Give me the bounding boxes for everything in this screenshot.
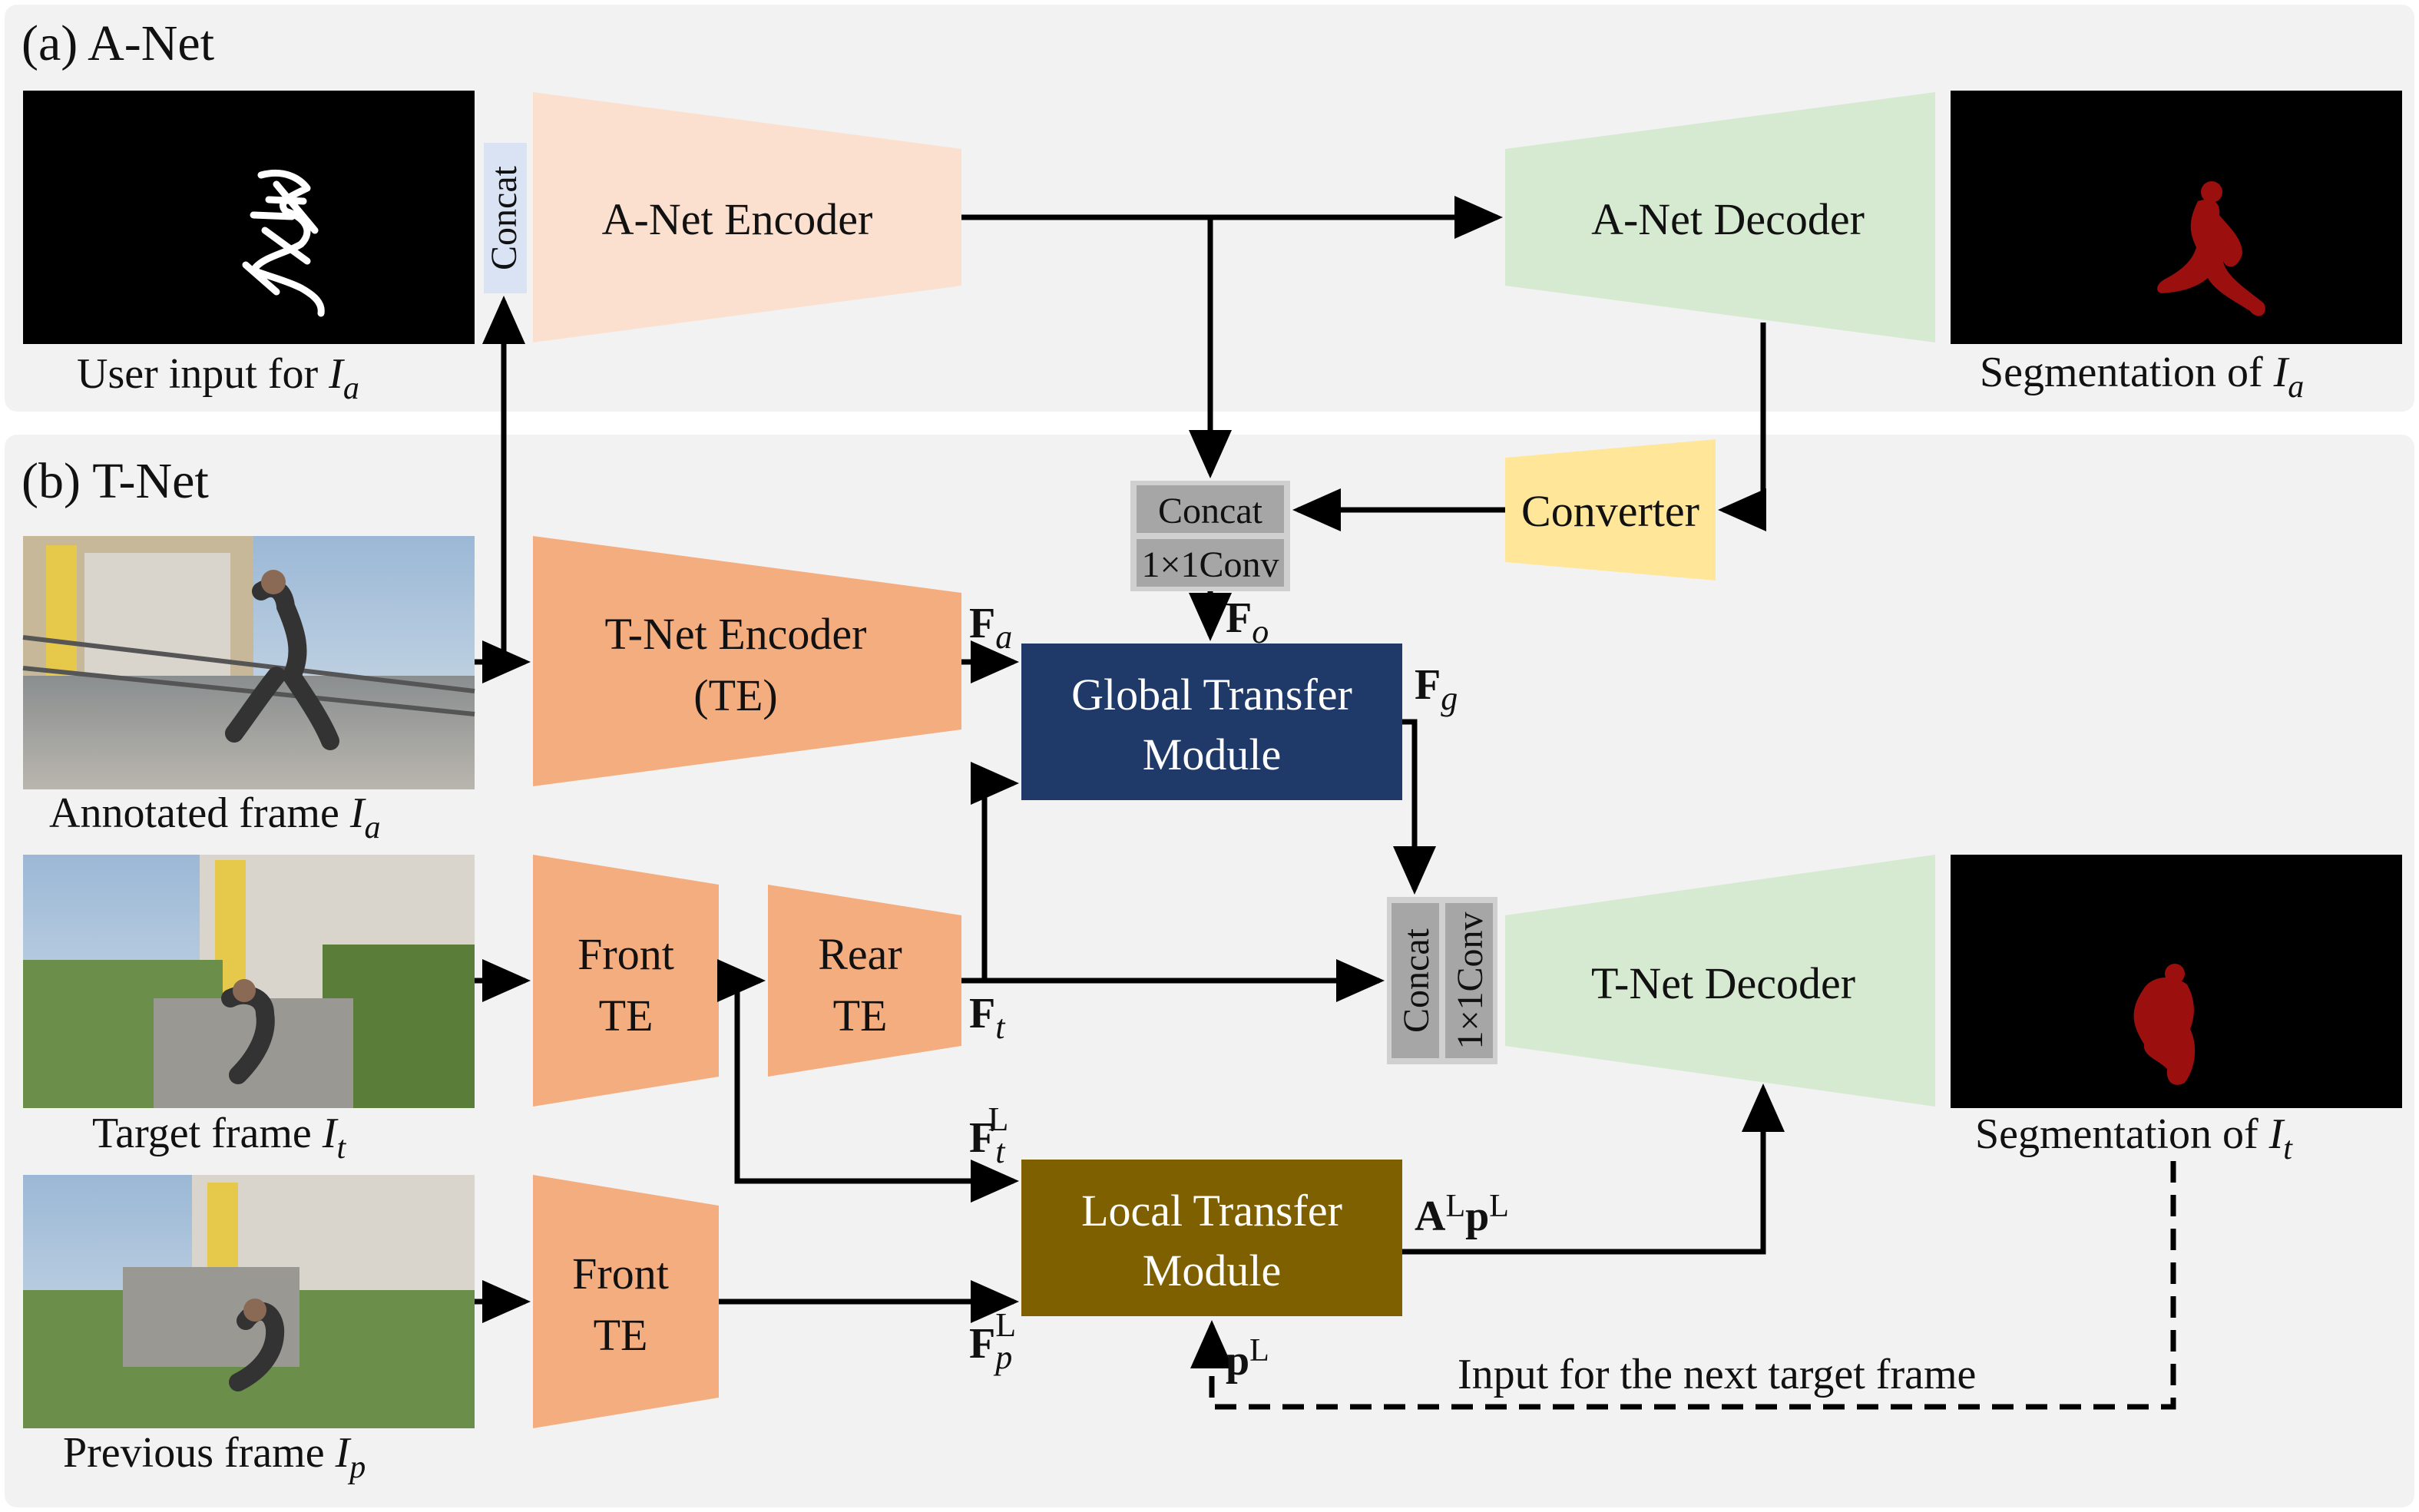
anet-decoder	[1505, 92, 1935, 342]
local-transfer-module	[1021, 1160, 1402, 1316]
conv-vertical2-label: 1×1Conv	[1450, 912, 1491, 1049]
segmentation-a-image	[1951, 91, 2402, 344]
next-input-caption: Input for the next target frame	[1458, 1351, 1976, 1398]
local-transfer-label-2: Module	[1143, 1246, 1281, 1295]
tnet-decoder-label: T-Net Decoder	[1591, 958, 1855, 1008]
anet-decoder-label: A-Net Decoder	[1591, 194, 1865, 244]
annotated-frame-image	[22, 536, 475, 789]
user-input-caption: User input for Ia	[77, 350, 359, 406]
segmentation-a-caption: Segmentation of Ia	[1980, 349, 2304, 405]
local-transfer-label-1: Local Transfer	[1081, 1186, 1342, 1236]
concat-box-label: Concat	[1158, 491, 1263, 531]
label-Ft: Ft	[969, 990, 1006, 1046]
label-Fg: Fg	[1415, 661, 1458, 717]
front-te-previous-label-2: TE	[594, 1310, 648, 1360]
user-input-image	[23, 91, 475, 344]
conv-box-label: 1×1Conv	[1141, 544, 1279, 585]
front-te-target	[533, 855, 719, 1107]
tnet-decoder	[1505, 855, 1935, 1107]
annotated-frame-caption: Annotated frame Ia	[49, 789, 381, 845]
tnet-encoder-label-2: (TE)	[693, 670, 778, 720]
arrows	[475, 196, 2176, 1410]
concat-vertical-label: Concat	[484, 165, 525, 270]
tnet-encoder	[533, 536, 961, 786]
rear-te-label-1: Rear	[818, 929, 902, 979]
global-transfer-label-1: Global Transfer	[1071, 670, 1352, 720]
concat-vertical2-label: Concat	[1396, 928, 1437, 1033]
anet-title: (a) A-Net	[22, 15, 214, 71]
label-Fo: Fo	[1226, 594, 1269, 650]
front-te-target-label-2: TE	[599, 991, 654, 1041]
anet-encoder-label: A-Net Encoder	[602, 194, 873, 244]
front-te-previous	[533, 1175, 719, 1428]
label-FpL: FpL	[969, 1306, 1016, 1376]
concat-vertical	[484, 143, 527, 293]
converter-label: Converter	[1521, 486, 1699, 536]
label-pL: pL	[1226, 1333, 1269, 1385]
label-FtL: FtL	[969, 1100, 1008, 1170]
concat-conv-vertical	[1387, 897, 1497, 1064]
global-transfer-module	[1021, 644, 1402, 800]
previous-frame-caption: Previous frame Ip	[63, 1429, 366, 1485]
tnet-encoder-label-1: T-Net Encoder	[605, 609, 867, 659]
front-te-previous-label-1: Front	[572, 1249, 669, 1299]
rear-te-label-2: TE	[833, 991, 888, 1041]
target-frame-caption: Target frame It	[92, 1110, 346, 1166]
rear-te	[768, 885, 961, 1077]
target-frame-image	[23, 855, 475, 1108]
converter	[1505, 439, 1716, 581]
label-ALpL: ALpL	[1415, 1189, 1509, 1240]
previous-frame-image	[23, 1175, 475, 1428]
segmentation-t-image	[1951, 855, 2402, 1108]
anet-encoder	[533, 92, 961, 342]
tnet-title: (b) T-Net	[22, 453, 209, 509]
segmentation-t-caption: Segmentation of It	[1975, 1110, 2293, 1166]
front-te-target-label-1: Front	[577, 929, 674, 979]
global-transfer-label-2: Module	[1143, 730, 1281, 779]
concat-conv-box	[1130, 481, 1290, 591]
label-Fa: Fa	[969, 600, 1012, 656]
